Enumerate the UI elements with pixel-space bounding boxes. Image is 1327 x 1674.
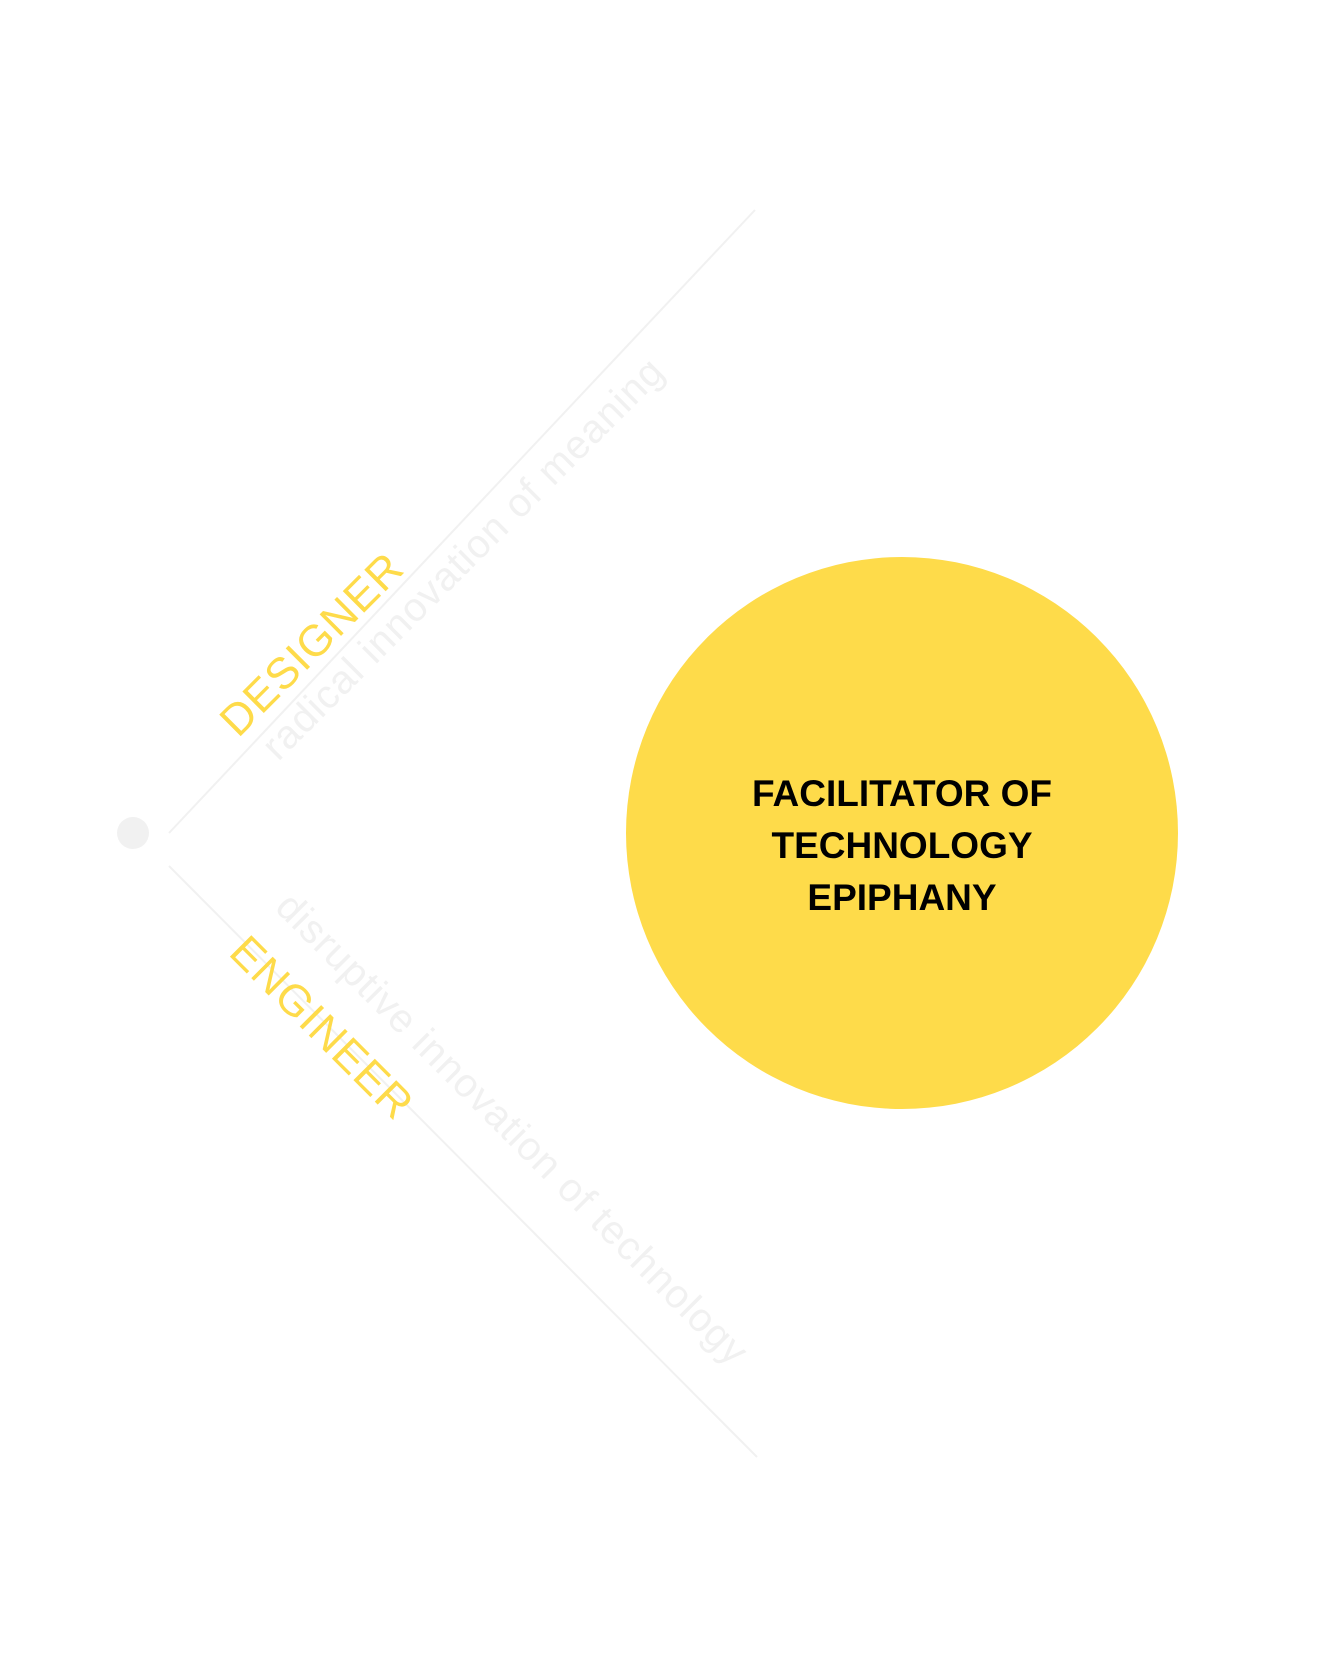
center-label-line: EPIPHANY bbox=[807, 877, 997, 918]
center-label-line: FACILITATOR OF bbox=[751, 773, 1053, 814]
center-label-line: TECHNOLOGY bbox=[771, 825, 1033, 866]
center-circle-label: FACILITATOR OF TECHNOLOGY EPIPHANY bbox=[752, 768, 1052, 924]
center-circle: FACILITATOR OF TECHNOLOGY EPIPHANY bbox=[626, 557, 1178, 1109]
origin-dot bbox=[117, 817, 149, 849]
upper-connector-line bbox=[168, 209, 756, 834]
lower-connector-line bbox=[168, 865, 758, 1458]
